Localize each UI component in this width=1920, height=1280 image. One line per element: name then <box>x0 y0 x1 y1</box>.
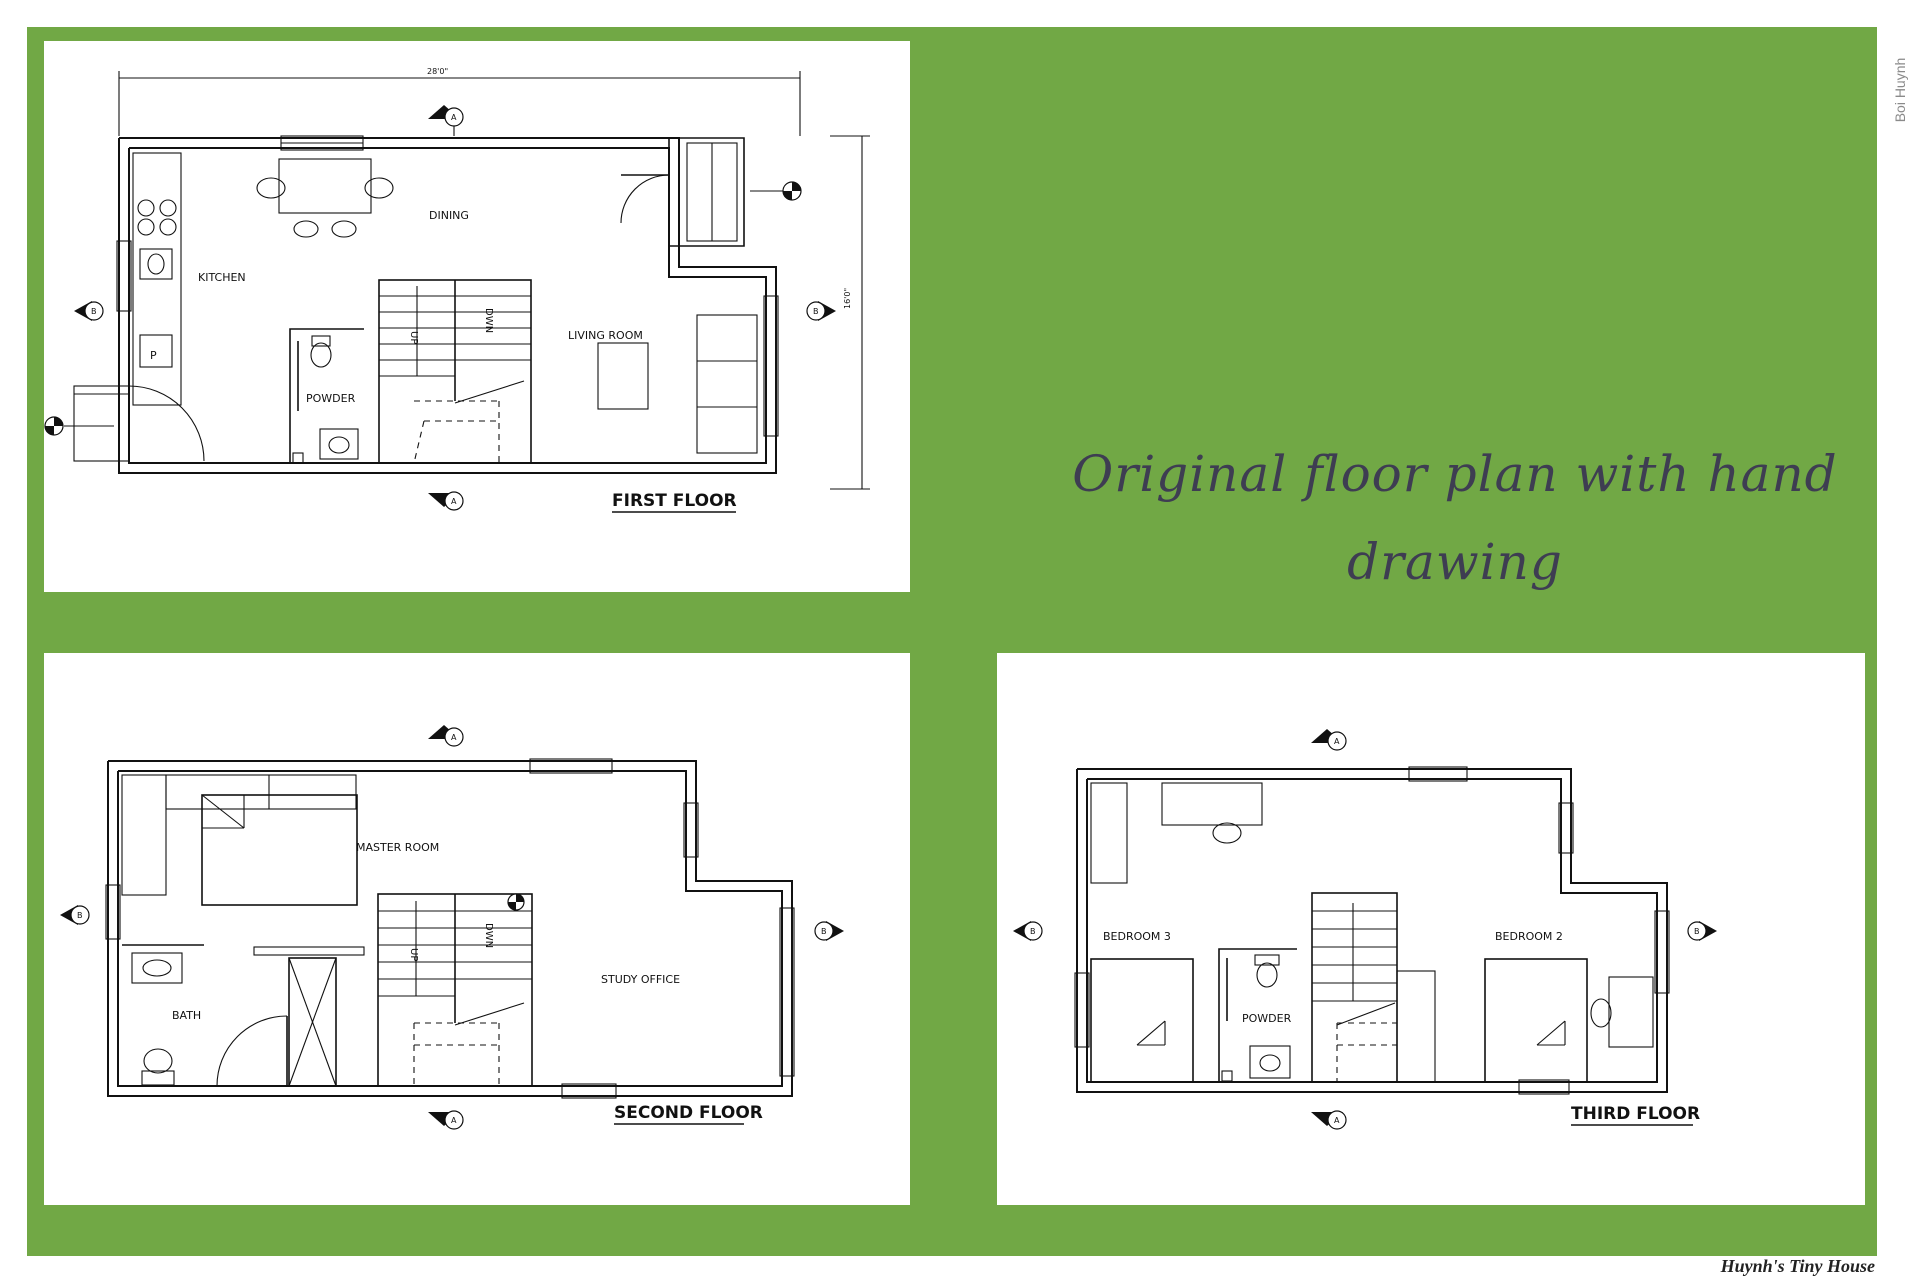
first-section-marker-a-bottom: A <box>428 491 464 511</box>
svg-text:B: B <box>821 927 827 936</box>
svg-text:B: B <box>77 911 83 920</box>
svg-text:B: B <box>813 307 819 316</box>
first-section-marker-b-right: B <box>806 301 836 321</box>
third-bedroom3-label: BEDROOM 3 <box>1103 930 1171 943</box>
first-section-marker-a-top: A <box>428 105 464 136</box>
first-dining-label: DINING <box>429 209 469 222</box>
second-study-label: STUDY OFFICE <box>601 973 680 986</box>
first-floor-drawing: 28'0" 16'0" P <box>44 67 870 513</box>
footer-title: Huynh's Tiny House <box>1720 1256 1875 1276</box>
first-width-dimension: 28'0" <box>427 67 448 76</box>
third-powder-label: POWDER <box>1242 1012 1292 1025</box>
third-floor-title: THIRD FLOOR <box>1571 1104 1700 1124</box>
svg-text:B: B <box>1694 927 1700 936</box>
caption-title: Original floor plan with hand drawing <box>1072 445 1838 591</box>
first-living-label: LIVING ROOM <box>568 329 643 342</box>
second-center-marker <box>507 893 525 911</box>
first-depth-dimension: 16'0" <box>843 288 852 309</box>
first-entry-marker-right <box>750 181 802 201</box>
first-kitchen-label: KITCHEN <box>198 271 246 284</box>
third-stair-treads <box>1312 910 1397 1002</box>
svg-text:A: A <box>1334 737 1340 746</box>
third-section-marker-b-right: B <box>1687 921 1717 941</box>
svg-text:A: A <box>451 1116 457 1125</box>
first-stair-up-label: UP <box>408 331 419 344</box>
second-section-marker-b-left: B <box>60 905 90 925</box>
second-stair-up-label: UP <box>408 948 419 961</box>
svg-text:A: A <box>451 113 457 122</box>
second-stair-treads <box>378 910 532 997</box>
third-floor-drawing: BEDROOM 3 BEDROOM 2 POWDER A A B B THIRD… <box>1013 729 1717 1130</box>
credit-text: Boi Huynh <box>1892 57 1908 123</box>
third-bedroom2-label: BEDROOM 2 <box>1495 930 1563 943</box>
third-section-marker-a-top: A <box>1311 729 1347 751</box>
second-master-label: MASTER ROOM <box>356 841 439 854</box>
first-floor-title: FIRST FLOOR <box>612 491 737 511</box>
second-section-marker-a-bottom: A <box>428 1110 464 1130</box>
svg-text:B: B <box>1030 927 1036 936</box>
svg-text:A: A <box>451 733 457 742</box>
second-section-marker-b-right: B <box>814 921 844 941</box>
svg-text:B: B <box>91 307 97 316</box>
first-section-marker-b-left: B <box>74 301 104 321</box>
svg-text:A: A <box>451 497 457 506</box>
second-section-marker-a-top: A <box>428 725 464 747</box>
third-section-marker-a-bottom: A <box>1311 1110 1347 1130</box>
first-stair-treads <box>379 295 531 377</box>
first-entry-marker-left <box>44 416 114 436</box>
second-floor-plan: UP DWN MASTER ROOM BATH STUDY OFFICE A A… <box>44 653 910 1205</box>
third-floor-plan: BEDROOM 3 BEDROOM 2 POWDER A A B B THIRD… <box>997 653 1865 1205</box>
first-stair-down-label: DWN <box>483 308 494 333</box>
svg-text:A: A <box>1334 1116 1340 1125</box>
third-section-marker-b-left: B <box>1013 921 1043 941</box>
first-powder-label: POWDER <box>306 392 356 405</box>
svg-text:P: P <box>150 349 157 362</box>
second-stair-down-label: DWN <box>483 923 494 948</box>
second-floor-drawing: UP DWN MASTER ROOM BATH STUDY OFFICE A A… <box>60 725 844 1130</box>
second-bath-label: BATH <box>172 1009 201 1022</box>
second-floor-title: SECOND FLOOR <box>614 1103 763 1123</box>
first-floor-plan: 28'0" 16'0" P <box>44 41 910 592</box>
